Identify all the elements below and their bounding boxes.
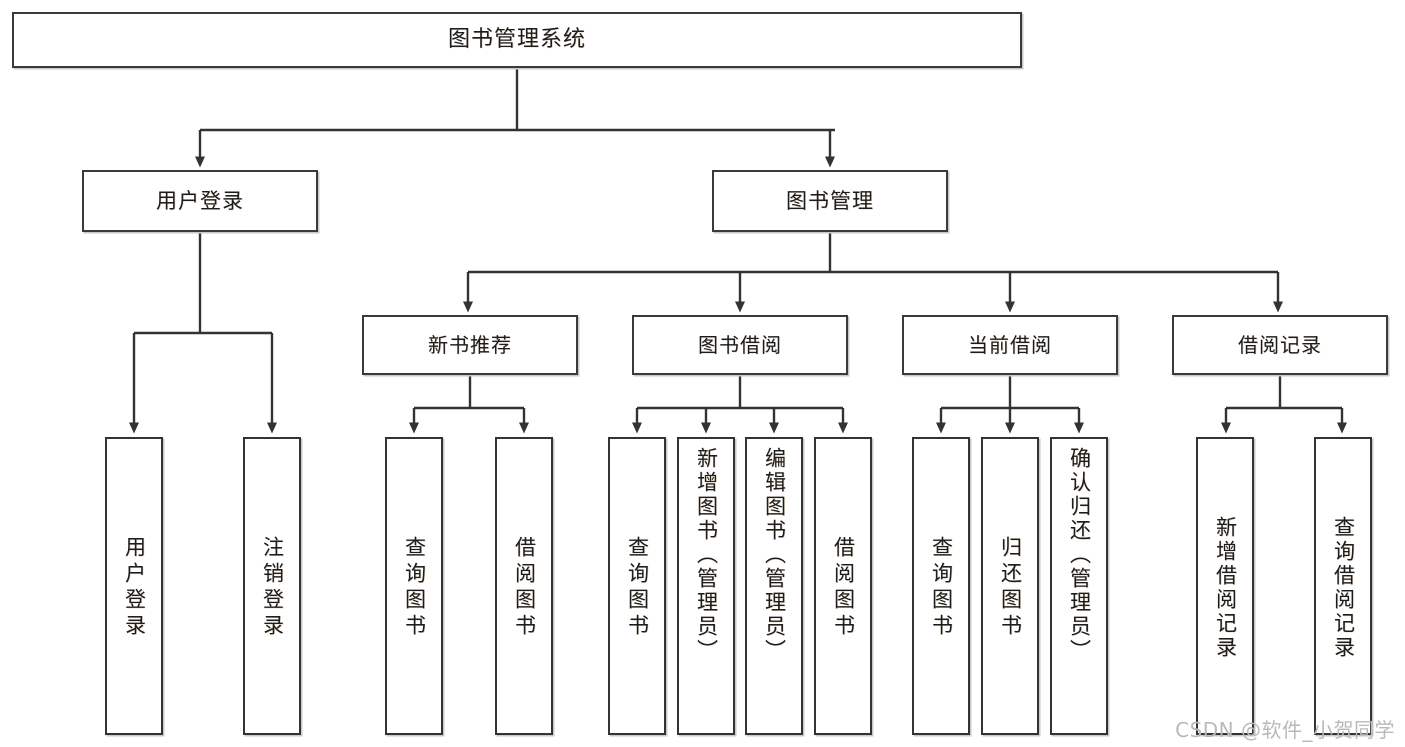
leaf-label: 查询借阅记录 [1331,516,1356,660]
node-book-borrow-label: 图书借阅 [698,332,782,357]
node-new-book-recommend[interactable]: 新书推荐 [362,315,578,375]
leaf-user-login-logout[interactable]: 注销登录 [243,437,301,735]
node-current-borrow[interactable]: 当前借阅 [902,315,1118,375]
node-book-management[interactable]: 图书管理 [712,170,948,232]
leaf-label: 新增图书（管理员） [694,447,719,663]
leaf-record-query-record[interactable]: 查询借阅记录 [1314,437,1372,735]
leaf-borrow-add-book-admin[interactable]: 新增图书（管理员） [677,437,735,735]
node-book-borrow[interactable]: 图书借阅 [632,315,848,375]
leaf-borrow-query-book[interactable]: 查询图书 [608,437,666,735]
node-new-book-recommend-label: 新书推荐 [428,332,512,357]
node-user-login[interactable]: 用户登录 [82,170,318,232]
node-user-login-label: 用户登录 [156,188,244,213]
node-borrow-record-label: 借阅记录 [1238,332,1322,357]
node-root[interactable]: 图书管理系统 [12,12,1022,68]
leaf-borrow-edit-book-admin[interactable]: 编辑图书（管理员） [745,437,803,735]
leaf-label: 借阅图书 [831,536,856,640]
leaf-label: 编辑图书（管理员） [762,447,787,663]
leaf-record-add-record[interactable]: 新增借阅记录 [1196,437,1254,735]
leaf-label: 查询图书 [402,536,427,640]
node-borrow-record[interactable]: 借阅记录 [1172,315,1388,375]
leaf-label: 借阅图书 [512,536,537,640]
leaf-label: 注销登录 [260,536,285,640]
node-book-management-label: 图书管理 [786,188,874,213]
leaf-label: 用户登录 [122,536,147,640]
leaf-label: 归还图书 [998,536,1023,640]
watermark: CSDN @软件_小贺同学 [1175,718,1395,742]
leaf-user-login-login[interactable]: 用户登录 [105,437,163,735]
leaf-current-confirm-return-admin[interactable]: 确认归还（管理员） [1050,437,1108,735]
leaf-label: 新增借阅记录 [1213,516,1238,660]
leaf-current-query-book[interactable]: 查询图书 [912,437,970,735]
leaf-borrow-borrow-book[interactable]: 借阅图书 [814,437,872,735]
node-current-borrow-label: 当前借阅 [968,332,1052,357]
leaf-label: 查询图书 [929,536,954,640]
leaf-label: 查询图书 [625,536,650,640]
leaf-recommend-borrow-book[interactable]: 借阅图书 [495,437,553,735]
node-root-label: 图书管理系统 [447,27,586,53]
leaf-recommend-query-book[interactable]: 查询图书 [385,437,443,735]
leaf-current-return-book[interactable]: 归还图书 [981,437,1039,735]
leaf-label: 确认归还（管理员） [1067,447,1092,663]
